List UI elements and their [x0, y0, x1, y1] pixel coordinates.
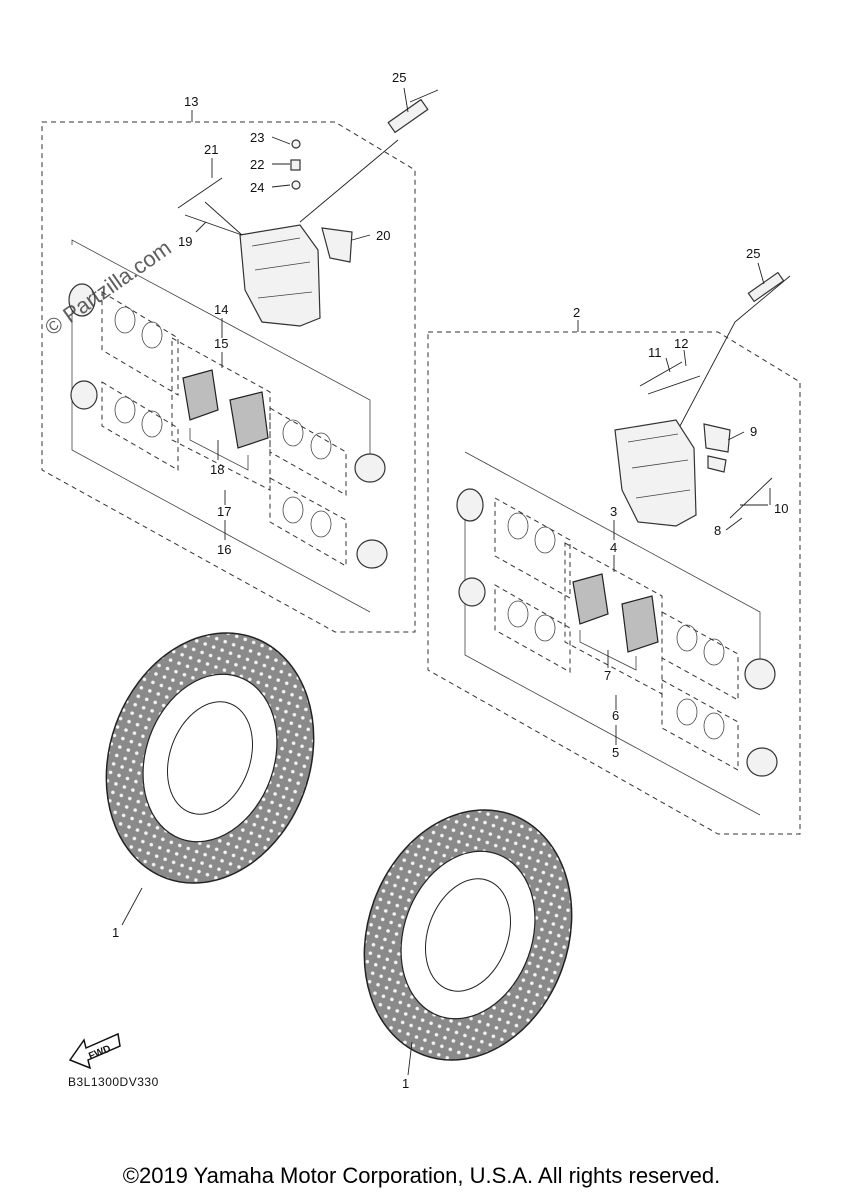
brake-pad-left-b [229, 391, 269, 449]
callout-6: 6 [612, 708, 619, 723]
callout-13: 13 [184, 94, 198, 109]
brake-disc-left [105, 632, 315, 884]
callout-2: 2 [573, 305, 580, 320]
callout-18: 18 [210, 462, 224, 477]
callout-22: 22 [250, 157, 264, 172]
callout-23: 23 [250, 130, 264, 145]
leader-lines [121, 87, 771, 1076]
callout-10: 10 [774, 501, 788, 516]
brake-disc-right [363, 809, 573, 1061]
callout-15: 15 [214, 336, 228, 351]
callout-11: 11 [648, 345, 662, 360]
callout-8: 8 [714, 523, 721, 538]
callout-12: 12 [674, 336, 688, 351]
brake-pad-left-a [182, 369, 219, 421]
callout-5: 5 [612, 745, 619, 760]
callout-1-right: 1 [402, 1076, 409, 1091]
callout-3: 3 [610, 504, 617, 519]
callout-17: 17 [217, 504, 231, 519]
callout-14: 14 [214, 302, 228, 317]
fwd-arrow-icon: FWD [68, 1032, 121, 1070]
callout-20: 20 [376, 228, 390, 243]
callout-1-left: 1 [112, 925, 119, 940]
caliper-assembly-right [427, 271, 801, 835]
piston-right-lower [356, 539, 388, 569]
caliper-assembly-left [41, 89, 439, 633]
callout-25-right: 25 [746, 246, 760, 261]
piston-left-lower [70, 380, 98, 410]
callout-24: 24 [250, 180, 264, 195]
callouts: 13 25 23 22 24 21 19 20 14 15 18 17 16 2… [112, 70, 788, 1091]
callout-16: 16 [217, 542, 231, 557]
callout-19: 19 [178, 234, 192, 249]
callout-21: 21 [204, 142, 218, 157]
callout-7: 7 [604, 668, 611, 683]
diagram-code: B3L1300DV330 [68, 1075, 159, 1089]
caliper-body-left [239, 224, 321, 327]
piston-right-upper [354, 453, 386, 483]
callout-4: 4 [610, 540, 617, 555]
copyright-notice: ©2019 Yamaha Motor Corporation, U.S.A. A… [122, 1163, 721, 1188]
callout-9: 9 [750, 424, 757, 439]
piston-left-upper [68, 283, 96, 317]
callout-25-left: 25 [392, 70, 406, 85]
